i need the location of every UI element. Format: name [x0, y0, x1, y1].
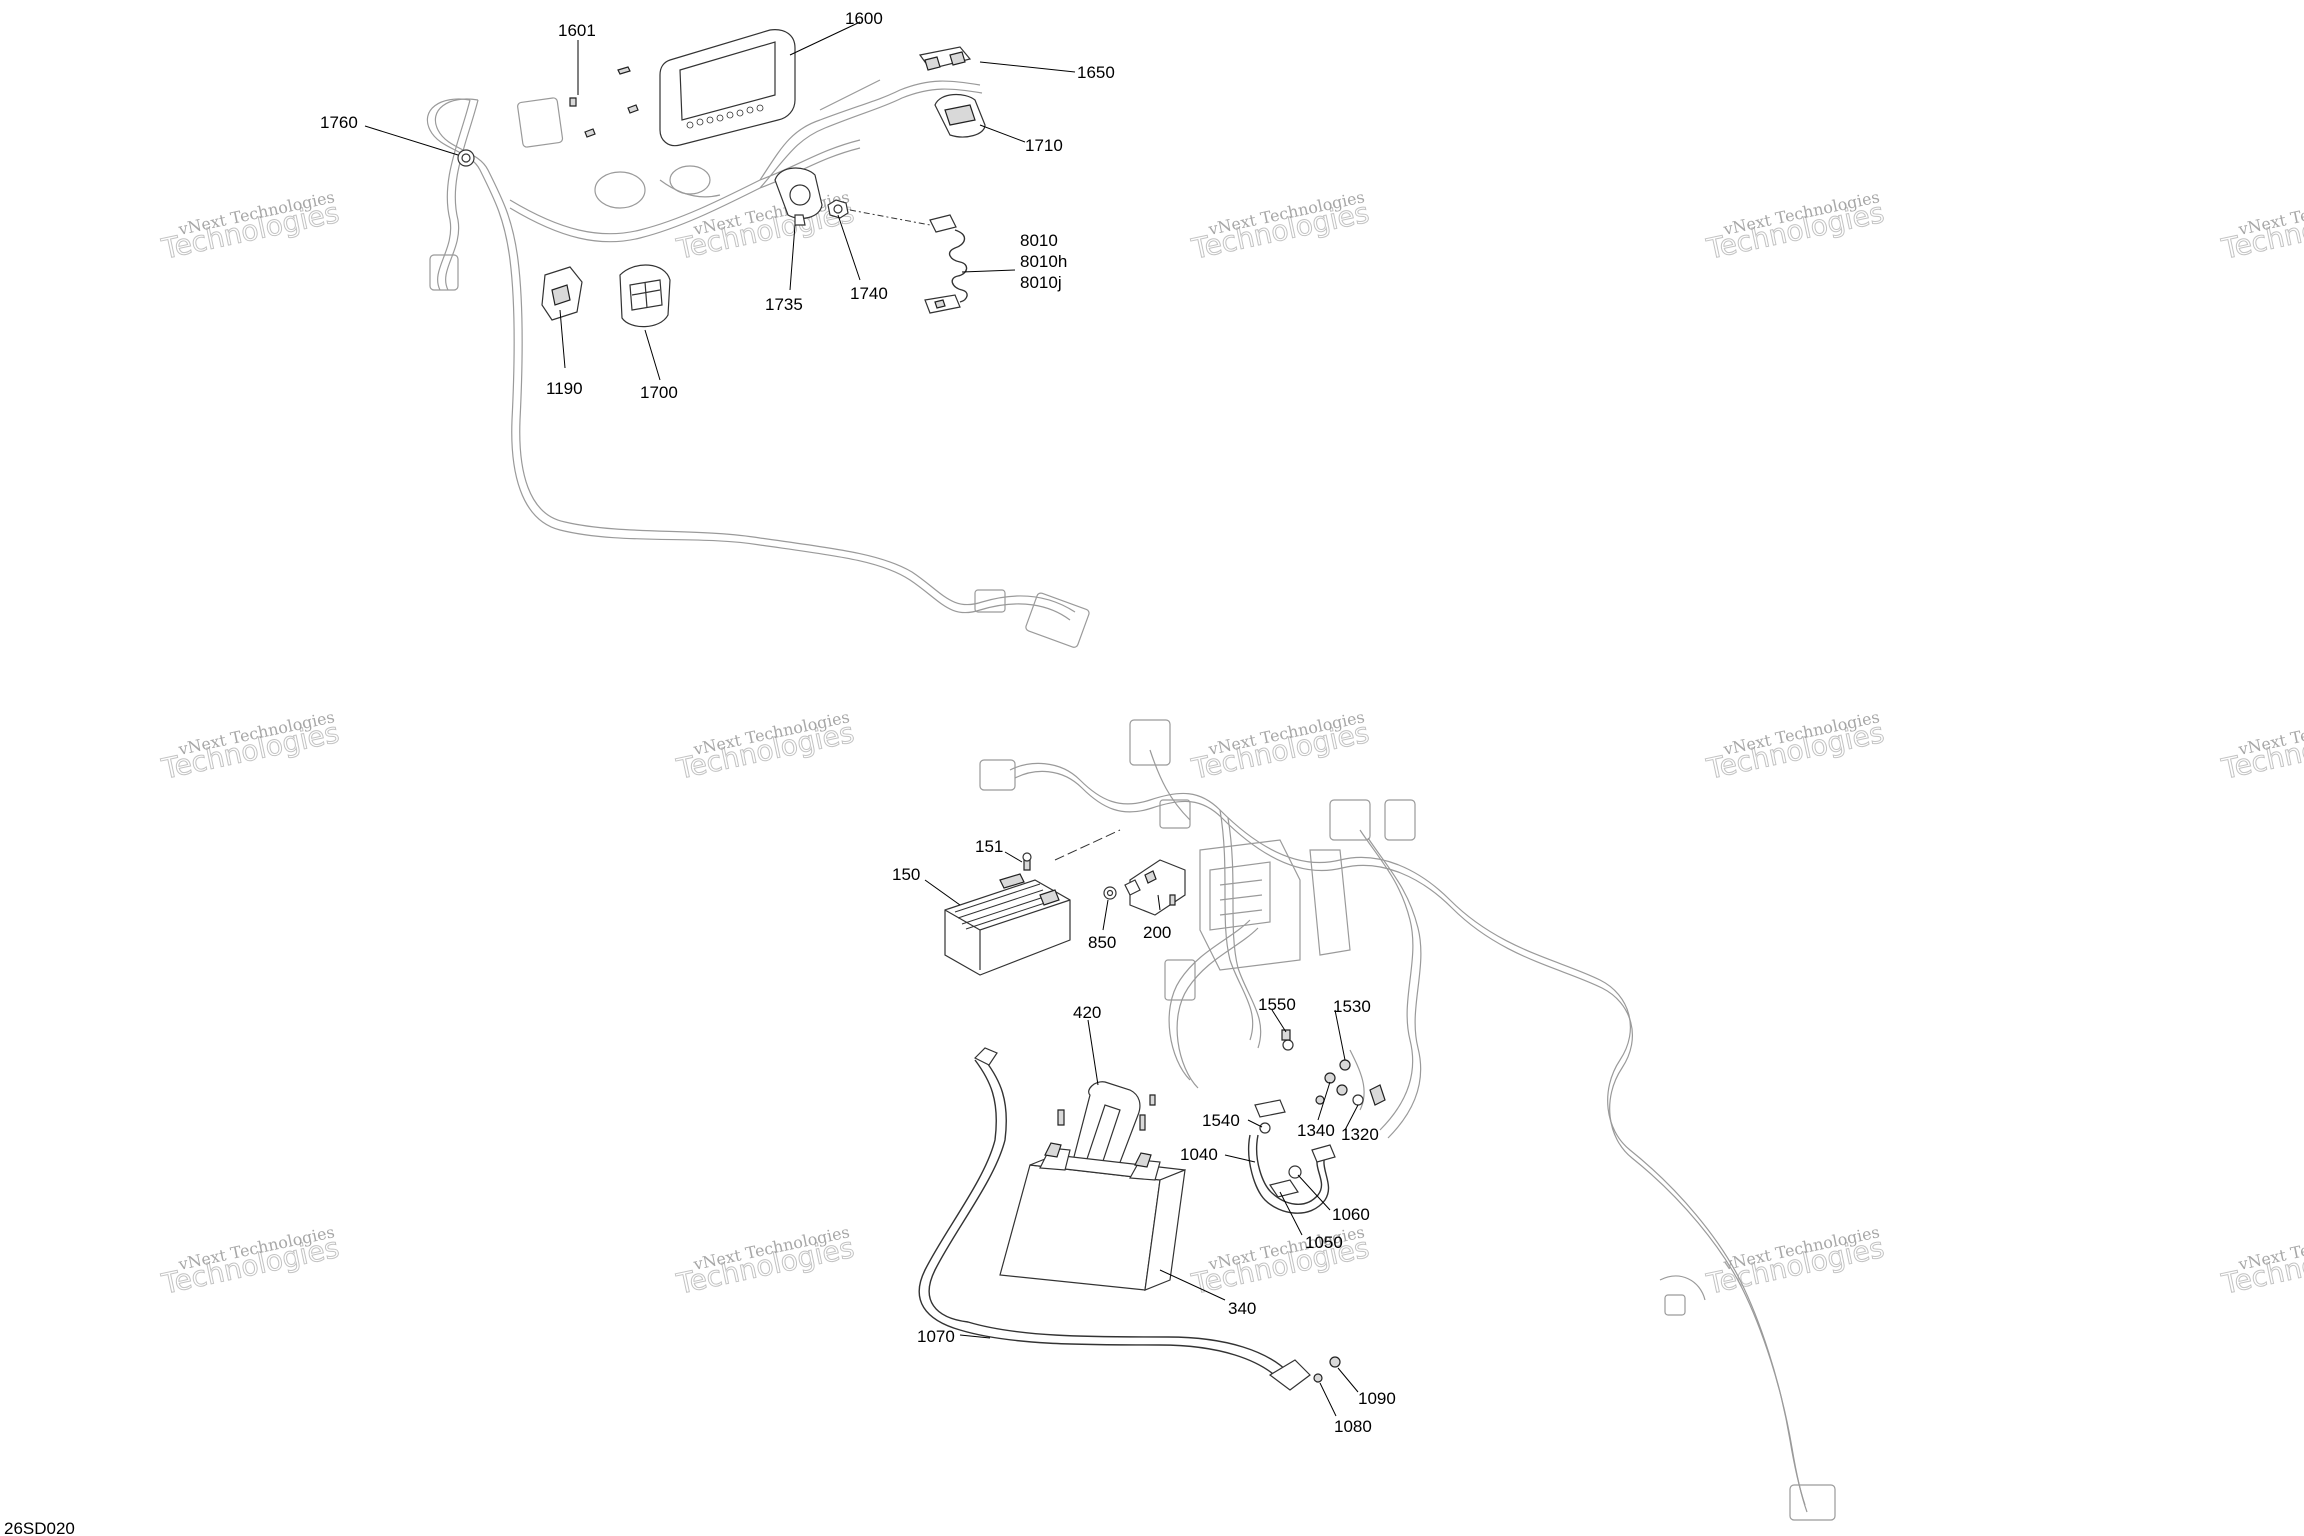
callout-150: 150 — [892, 865, 920, 884]
callout-1530: 1530 — [1333, 997, 1371, 1016]
hardware-1090-1080 — [1313, 1356, 1341, 1383]
leader-lines — [364, 21, 1359, 1417]
watermark: Technologies vNext Technologies — [158, 1222, 343, 1301]
watermark: Technologies vNext Technologies — [673, 187, 858, 266]
ground-cable-1040 — [1248, 1099, 1336, 1214]
callout-8010: 8010 — [1020, 231, 1058, 250]
callout-200: 200 — [1143, 923, 1171, 942]
watermark-grid: Technologies vNext Technologies Technolo… — [158, 187, 2304, 1301]
instrument-cluster — [659, 29, 796, 147]
connector-1190 — [541, 266, 583, 321]
hardware-1050-1060 — [1269, 1165, 1302, 1198]
starter-solenoid-200 — [1124, 859, 1186, 916]
diagram-reference-code: 26SD020 — [4, 1519, 75, 1536]
lower-wiring-harness — [979, 719, 1836, 1521]
callout-1320: 1320 — [1341, 1125, 1379, 1144]
nut-850 — [1103, 886, 1117, 900]
watermark: Technologies vNext Technologies — [1188, 707, 1373, 786]
watermark: Technologies vNext Technologies — [2218, 707, 2304, 786]
callout-340: 340 — [1228, 1299, 1256, 1318]
callout-8010h: 8010h — [1020, 252, 1067, 271]
hardware-1550-1540 — [1259, 1029, 1294, 1134]
callout-1190: 1190 — [546, 379, 583, 398]
watermark: Technologies vNext Technologies — [673, 1222, 858, 1301]
upper-wiring-harness — [426, 80, 1090, 648]
callout-1080: 1080 — [1334, 1417, 1372, 1436]
watermark: Technologies vNext Technologies — [1188, 187, 1373, 266]
battery-cable-1070 — [918, 1047, 1311, 1391]
switch-1710 — [934, 94, 986, 138]
callout-labels: 1601 1600 1650 1760 1710 8010 8010h 8010… — [320, 9, 1396, 1436]
hardware-1530-1340-1320 — [1315, 1059, 1386, 1106]
callout-1070: 1070 — [917, 1327, 955, 1346]
nut-1740 — [827, 199, 849, 219]
callout-1550: 1550 — [1258, 995, 1296, 1014]
callout-1050: 1050 — [1305, 1233, 1343, 1252]
callout-420: 420 — [1073, 1003, 1101, 1022]
callout-1540: 1540 — [1202, 1111, 1240, 1130]
screws-1601 — [569, 66, 639, 138]
callout-1340: 1340 — [1297, 1121, 1335, 1140]
watermark: Technologies vNext Technologies — [2218, 187, 2304, 266]
callout-1700: 1700 — [640, 383, 678, 402]
watermark: Technologies vNext Technologies — [673, 707, 858, 786]
callout-1040: 1040 — [1180, 1145, 1218, 1164]
callout-850: 850 — [1088, 933, 1116, 952]
watermark: Technologies vNext Technologies — [1703, 187, 1888, 266]
voltage-regulator-150 — [944, 873, 1071, 976]
watermark: Technologies vNext Technologies — [158, 707, 343, 786]
callout-1735: 1735 — [765, 295, 803, 314]
callout-1060: 1060 — [1332, 1205, 1370, 1224]
callout-151: 151 — [975, 837, 1003, 856]
callout-1760: 1760 — [320, 113, 358, 132]
callout-8010j: 8010j — [1020, 273, 1062, 292]
callout-1650: 1650 — [1077, 63, 1115, 82]
connector-1650 — [819, 46, 972, 111]
callout-1740: 1740 — [850, 284, 888, 303]
battery-screws — [1057, 1094, 1156, 1131]
callout-1601: 1601 — [558, 21, 596, 40]
coiled-cable-8010 — [849, 209, 968, 314]
callout-1710: 1710 — [1025, 136, 1063, 155]
callout-1600: 1600 — [845, 9, 883, 28]
battery-340 — [999, 1142, 1186, 1291]
switch-1700 — [619, 264, 671, 328]
plug-1735 — [774, 167, 823, 226]
screw-151 — [1022, 852, 1032, 871]
watermark: Technologies vNext Technologies — [2218, 1222, 2304, 1301]
callout-1090: 1090 — [1358, 1389, 1396, 1408]
watermark: Technologies vNext Technologies — [1703, 707, 1888, 786]
grommet-1760 — [457, 149, 475, 167]
watermark: Technologies vNext Technologies — [1188, 1222, 1373, 1301]
watermark: Technologies vNext Technologies — [158, 187, 343, 266]
